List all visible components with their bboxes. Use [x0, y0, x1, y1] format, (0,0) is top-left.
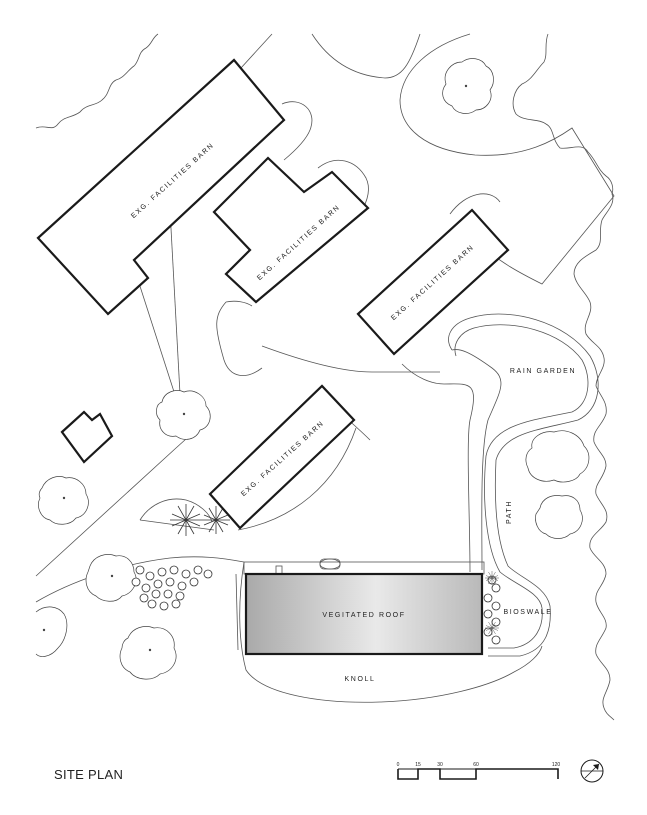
- tree-icon: [525, 430, 590, 483]
- scale-bar: 0 15 30 60 120: [397, 762, 561, 780]
- barn-2: EXG. FACILITIES BARN: [212, 156, 370, 304]
- scale-tick-60: 60: [473, 762, 479, 768]
- north-arrow-icon: [580, 759, 604, 783]
- path-label: PATH: [506, 500, 513, 524]
- small-shed: [60, 410, 114, 464]
- palm-icon: [485, 571, 499, 585]
- tree-icon: [38, 476, 89, 525]
- scale-tick-0: 0: [397, 762, 400, 768]
- knoll-label: KNOLL: [345, 676, 376, 683]
- bioswale-label: BIOSWALE: [503, 609, 552, 616]
- barn-3: EXG. FACILITIES BARN: [356, 208, 510, 356]
- roads: [35, 33, 615, 603]
- rain-garden-label: RAIN GARDEN: [510, 368, 576, 375]
- palm-icon: [170, 504, 202, 536]
- scale-tick-30: 30: [437, 762, 443, 768]
- trees: [35, 58, 590, 680]
- tree-icon: [35, 606, 68, 657]
- palm-icon: [485, 621, 499, 635]
- scale-tick-15: 15: [415, 762, 421, 768]
- scale-tick-120: 120: [552, 762, 561, 768]
- roof-label: VEGITATED ROOF: [322, 612, 405, 619]
- tree-icon: [119, 626, 177, 680]
- rain-garden-path: [448, 313, 599, 657]
- spiky-plants: [170, 504, 499, 635]
- woodland-edge-right: [512, 33, 615, 721]
- tree-icon: [85, 554, 137, 602]
- page-title: SITE PLAN: [54, 767, 123, 782]
- barn-1: EXG. FACILITIES BARN: [36, 58, 286, 316]
- palm-icon: [202, 506, 230, 534]
- woodland-edge-left: [35, 33, 159, 129]
- tree-icon: [442, 58, 494, 114]
- barn-4: EXG. FACILITIES BARN: [208, 384, 356, 530]
- tree-icon: [535, 495, 583, 539]
- new-building-vegetated-roof: VEGITATED ROOF: [244, 572, 484, 656]
